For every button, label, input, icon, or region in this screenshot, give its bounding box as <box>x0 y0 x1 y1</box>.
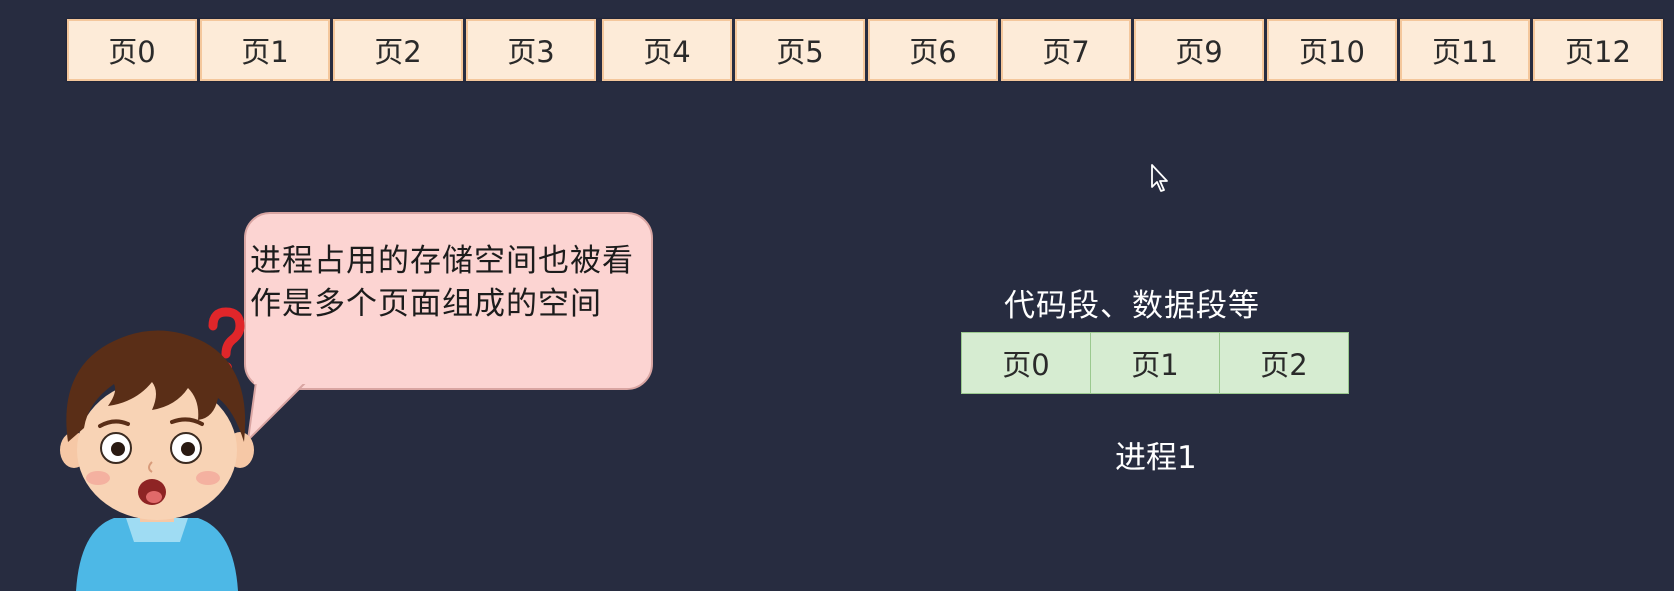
speech-bubble <box>244 212 653 390</box>
memory-page-cell: 页10 <box>1267 19 1397 81</box>
confused-boy-icon <box>48 302 258 591</box>
memory-page-row: 页0 页1 页2 页3 页4 页5 页6 页7 页9 页10 页11 页12 <box>67 19 1663 81</box>
memory-page-cell: 页2 <box>333 19 463 81</box>
memory-page-cell: 页3 <box>466 19 596 81</box>
memory-page-cell: 页6 <box>868 19 998 81</box>
memory-page-cell: 页11 <box>1400 19 1530 81</box>
memory-page-cell: 页9 <box>1134 19 1264 81</box>
memory-page-cell: 页0 <box>67 19 197 81</box>
memory-page-cell: 页12 <box>1533 19 1663 81</box>
mouse-pointer-icon <box>1150 163 1170 197</box>
process-page-cell: 页1 <box>1091 333 1220 393</box>
memory-page-cell: 页1 <box>200 19 330 81</box>
bubble-text: 进程占用的存储空间也被看作是多个页面组成的空间 <box>250 243 634 322</box>
memory-page-cell: 页7 <box>1001 19 1131 81</box>
process-page-cell: 页0 <box>962 333 1091 393</box>
memory-page-cell: 页5 <box>735 19 865 81</box>
process-label: 进程1 <box>1115 440 1197 476</box>
memory-page-cell: 页4 <box>602 19 732 81</box>
segment-label: 代码段、数据段等 <box>1004 288 1260 324</box>
process-page-cell: 页2 <box>1220 333 1348 393</box>
process-page-row: 页0 页1 页2 <box>961 332 1349 394</box>
